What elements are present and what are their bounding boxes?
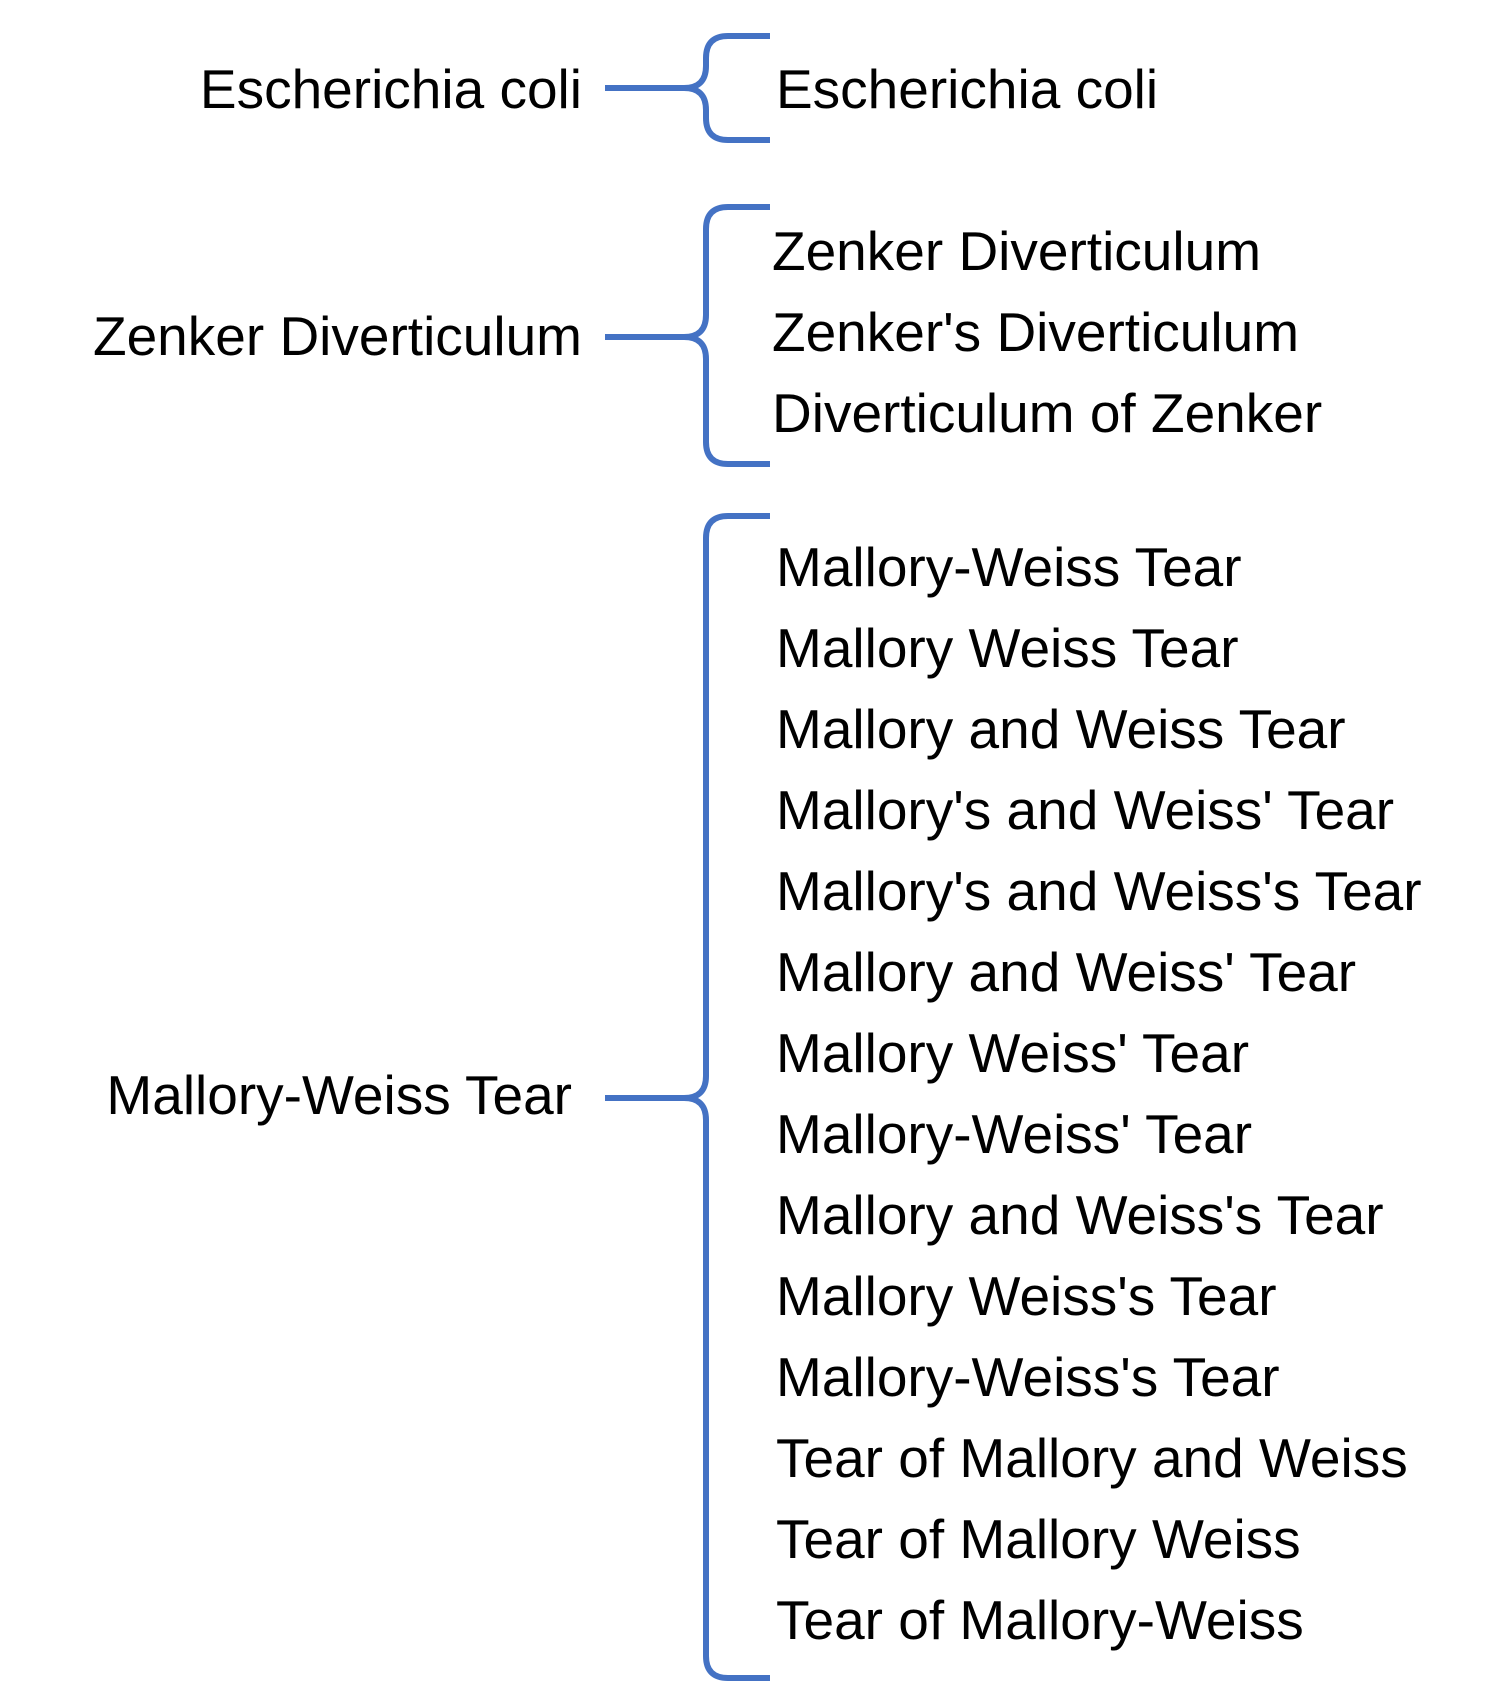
- variant-term: Mallory and Weiss Tear: [776, 698, 1346, 760]
- canonical-term: Mallory-Weiss Tear: [106, 1064, 572, 1126]
- variant-term: Mallory and Weiss's Tear: [776, 1184, 1384, 1246]
- curly-bracket: [681, 33, 770, 143]
- variant-term: Zenker's Diverticulum: [772, 301, 1300, 363]
- variant-term: Zenker Diverticulum: [772, 220, 1262, 282]
- variant-term: Mallory-Weiss Tear: [776, 536, 1242, 598]
- variant-term: Mallory's and Weiss's Tear: [776, 860, 1422, 922]
- variant-term: Tear of Mallory and Weiss: [776, 1427, 1408, 1489]
- variant-term: Tear of Mallory-Weiss: [776, 1589, 1304, 1651]
- canonical-term: Zenker Diverticulum: [92, 305, 582, 367]
- curly-bracket: [681, 204, 770, 467]
- variant-term: Mallory Weiss's Tear: [776, 1265, 1277, 1327]
- variant-term: Mallory-Weiss's Tear: [776, 1346, 1280, 1408]
- variant-term: Mallory's and Weiss' Tear: [776, 779, 1395, 841]
- variant-term: Diverticulum of Zenker: [772, 382, 1323, 444]
- variant-term: Tear of Mallory Weiss: [776, 1508, 1301, 1570]
- canonical-term: Escherichia coli: [199, 58, 582, 120]
- variant-term: Mallory-Weiss' Tear: [776, 1103, 1253, 1165]
- curly-bracket: [681, 513, 770, 1681]
- variant-term: Mallory Weiss' Tear: [776, 1022, 1250, 1084]
- variant-term: Mallory and Weiss' Tear: [776, 941, 1357, 1003]
- variant-term: Escherichia coli: [776, 58, 1159, 120]
- variant-term: Mallory Weiss Tear: [776, 617, 1239, 679]
